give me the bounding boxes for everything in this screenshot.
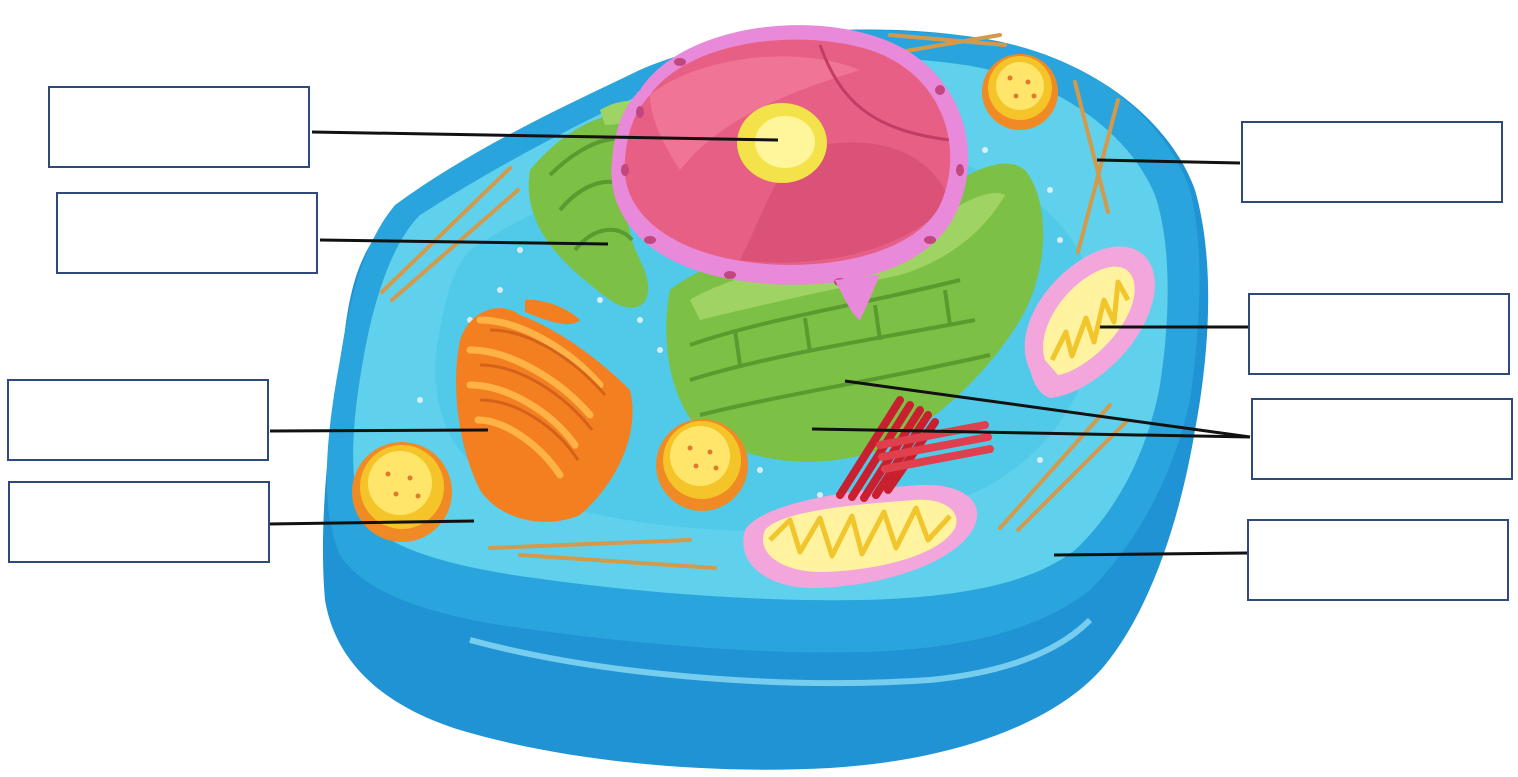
- leader-line-golgi: [270, 430, 488, 431]
- lysosome-top-right: [982, 54, 1058, 130]
- label-box-cytoplasm[interactable]: [8, 481, 270, 563]
- leader-line-cell-membrane: [1054, 553, 1248, 555]
- lysosome-left: [352, 442, 452, 542]
- label-box-er-centriole[interactable]: [1251, 398, 1513, 480]
- lysosome-center: [656, 419, 748, 511]
- label-box-cell-membrane[interactable]: [1247, 519, 1509, 601]
- nucleolus-core: [755, 116, 815, 168]
- label-box-mitochondrion[interactable]: [1248, 293, 1510, 375]
- label-box-rough-er[interactable]: [56, 192, 318, 274]
- label-box-golgi[interactable]: [7, 379, 269, 461]
- label-box-nucleolus[interactable]: [48, 86, 310, 168]
- label-box-cytoskeleton[interactable]: [1241, 121, 1503, 203]
